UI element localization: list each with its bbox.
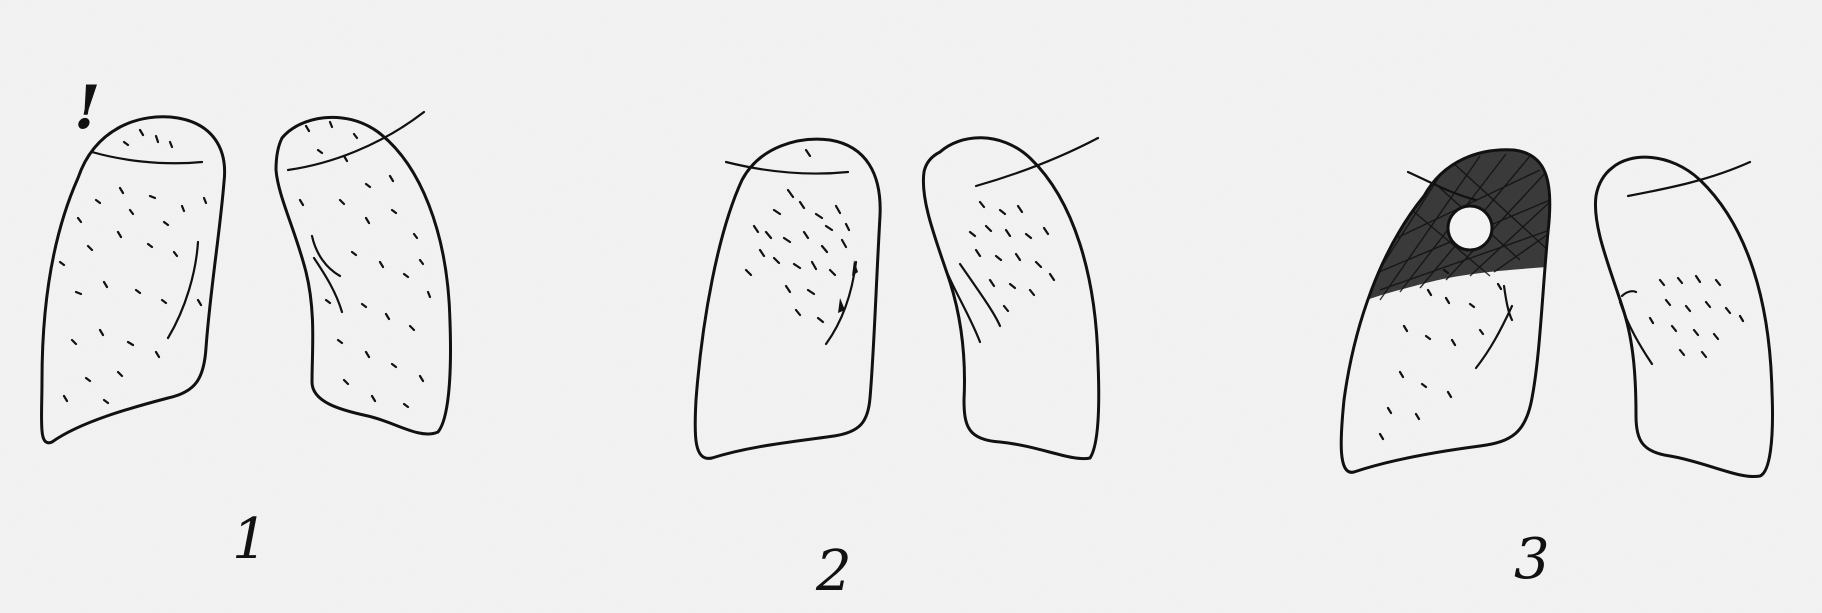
panel-2-label: 2 xyxy=(815,539,852,604)
attention-mark: ! xyxy=(74,73,100,143)
panel-3-label: 3 xyxy=(1514,527,1550,592)
panel-1-label: 1 xyxy=(232,507,268,572)
panel-3-cavity xyxy=(1448,206,1492,250)
